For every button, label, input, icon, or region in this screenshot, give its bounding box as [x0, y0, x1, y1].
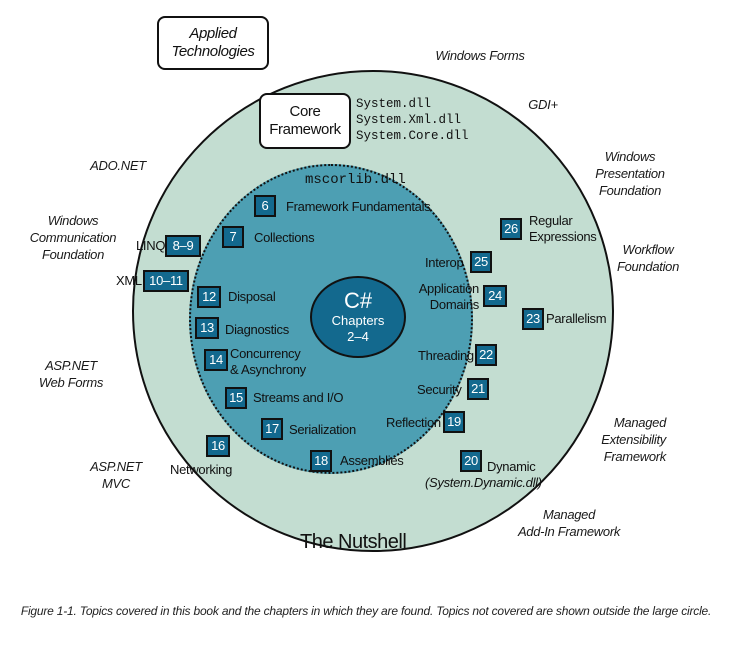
applied-tech-wpf: Windows Presentation Foundation: [595, 149, 665, 198]
chapter-badge-xml: 10–11: [143, 270, 189, 292]
applied-tech-maf: Managed Add-In Framework: [517, 507, 621, 539]
chapter-badge-interop: 25: [470, 251, 492, 273]
chapter-badge-serialization: 17: [261, 418, 283, 440]
csharp-chapters-label: Chapters: [331, 313, 385, 328]
nutshell-label: The Nutshell: [300, 531, 407, 553]
topic-label-dynamic-assembly: (System.Dynamic.dll): [425, 475, 542, 490]
applied-tech-mef: Managed Extensibility Framework: [601, 415, 666, 464]
assembly-system-dll: System.dll: [356, 97, 432, 111]
applied-tech-wcf: Windows Communication Foundation: [29, 213, 117, 262]
topic-label-regex: Regular Expressions: [529, 213, 597, 244]
applied-legend-line-1: Applied: [189, 25, 237, 42]
assembly-system-xml-dll: System.Xml.dll: [356, 113, 462, 127]
chapter-badge-assemblies: 18: [310, 450, 332, 472]
chapter-badge-security: 21: [467, 378, 489, 400]
chapter-badge-disposal: 12: [197, 286, 221, 308]
chapter-badge-dynamic: 20: [460, 450, 482, 472]
mscorlib-label: mscorlib.dll: [305, 172, 406, 188]
applied-tech-asp-net-mvc: ASP.NET MVC: [90, 459, 142, 491]
chapter-badge-networking: 16: [206, 435, 230, 457]
topic-label-security: Security: [417, 382, 462, 397]
applied-legend-line-2: Technologies: [171, 43, 255, 60]
chapter-badge-framework-fundamentals: 6: [254, 195, 276, 217]
topic-label-diagnostics: Diagnostics: [225, 322, 289, 337]
csharp-title: C#: [343, 288, 373, 313]
chapter-badge-app-domains: 24: [483, 285, 507, 307]
topic-label-parallelism: Parallelism: [546, 311, 607, 326]
topic-label-serialization: Serialization: [289, 422, 356, 437]
figure-caption: Figure 1-1. Topics covered in this book …: [20, 604, 712, 618]
applied-technologies-legend-box: Applied Technologies: [157, 16, 269, 70]
topic-label-xml: XML: [116, 273, 142, 288]
chapter-badge-collections: 7: [222, 226, 244, 248]
chapter-badge-streams: 15: [225, 387, 247, 409]
applied-tech-asp-net-web-forms: ASP.NET Web Forms: [38, 358, 104, 390]
topic-label-threading: Threading: [418, 348, 474, 363]
chapter-badge-parallelism: 23: [522, 308, 544, 330]
topic-label-framework-fundamentals: Framework Fundamentals: [286, 199, 431, 214]
applied-tech-ado-net: ADO.NET: [90, 158, 146, 173]
topic-label-networking: Networking: [170, 462, 233, 477]
topic-label-app-domains: Application Domains: [418, 281, 480, 312]
applied-tech-gdi-plus: GDI+: [528, 97, 558, 112]
chapter-badge-threading: 22: [475, 344, 497, 366]
chapter-badge-concurrency: 14: [204, 349, 228, 371]
chapter-badge-diagnostics: 13: [195, 317, 219, 339]
csharp-chapters-range: 2–4: [347, 329, 369, 344]
assembly-system-core-dll: System.Core.dll: [356, 129, 469, 143]
applied-tech-workflow-foundation: Workflow Foundation: [616, 242, 680, 274]
core-legend-line-2: Framework: [269, 121, 341, 138]
applied-tech-windows-forms: Windows Forms: [435, 48, 525, 63]
core-framework-legend-box: Core Framework: [259, 93, 351, 149]
topic-label-linq: LINQ: [136, 238, 166, 253]
topic-label-assemblies: Assemblies: [340, 453, 404, 468]
core-legend-line-1: Core: [289, 103, 321, 120]
core-assemblies-list: System.dll System.Xml.dll System.Core.dl…: [356, 96, 469, 144]
chapter-badge-regex: 26: [500, 218, 522, 240]
csharp-center-circle: C# Chapters 2–4: [310, 276, 406, 358]
chapter-badge-linq: 8–9: [165, 235, 201, 257]
topic-label-reflection: Reflection: [386, 415, 441, 430]
topic-label-disposal: Disposal: [228, 289, 276, 304]
topic-label-dynamic: Dynamic: [487, 459, 536, 474]
topic-label-concurrency: Concurrency & Asynchrony: [230, 346, 306, 377]
topic-label-interop: Interop: [425, 255, 464, 270]
topic-label-collections: Collections: [254, 230, 315, 245]
topic-label-streams: Streams and I/O: [253, 390, 344, 405]
chapter-badge-reflection: 19: [443, 411, 465, 433]
